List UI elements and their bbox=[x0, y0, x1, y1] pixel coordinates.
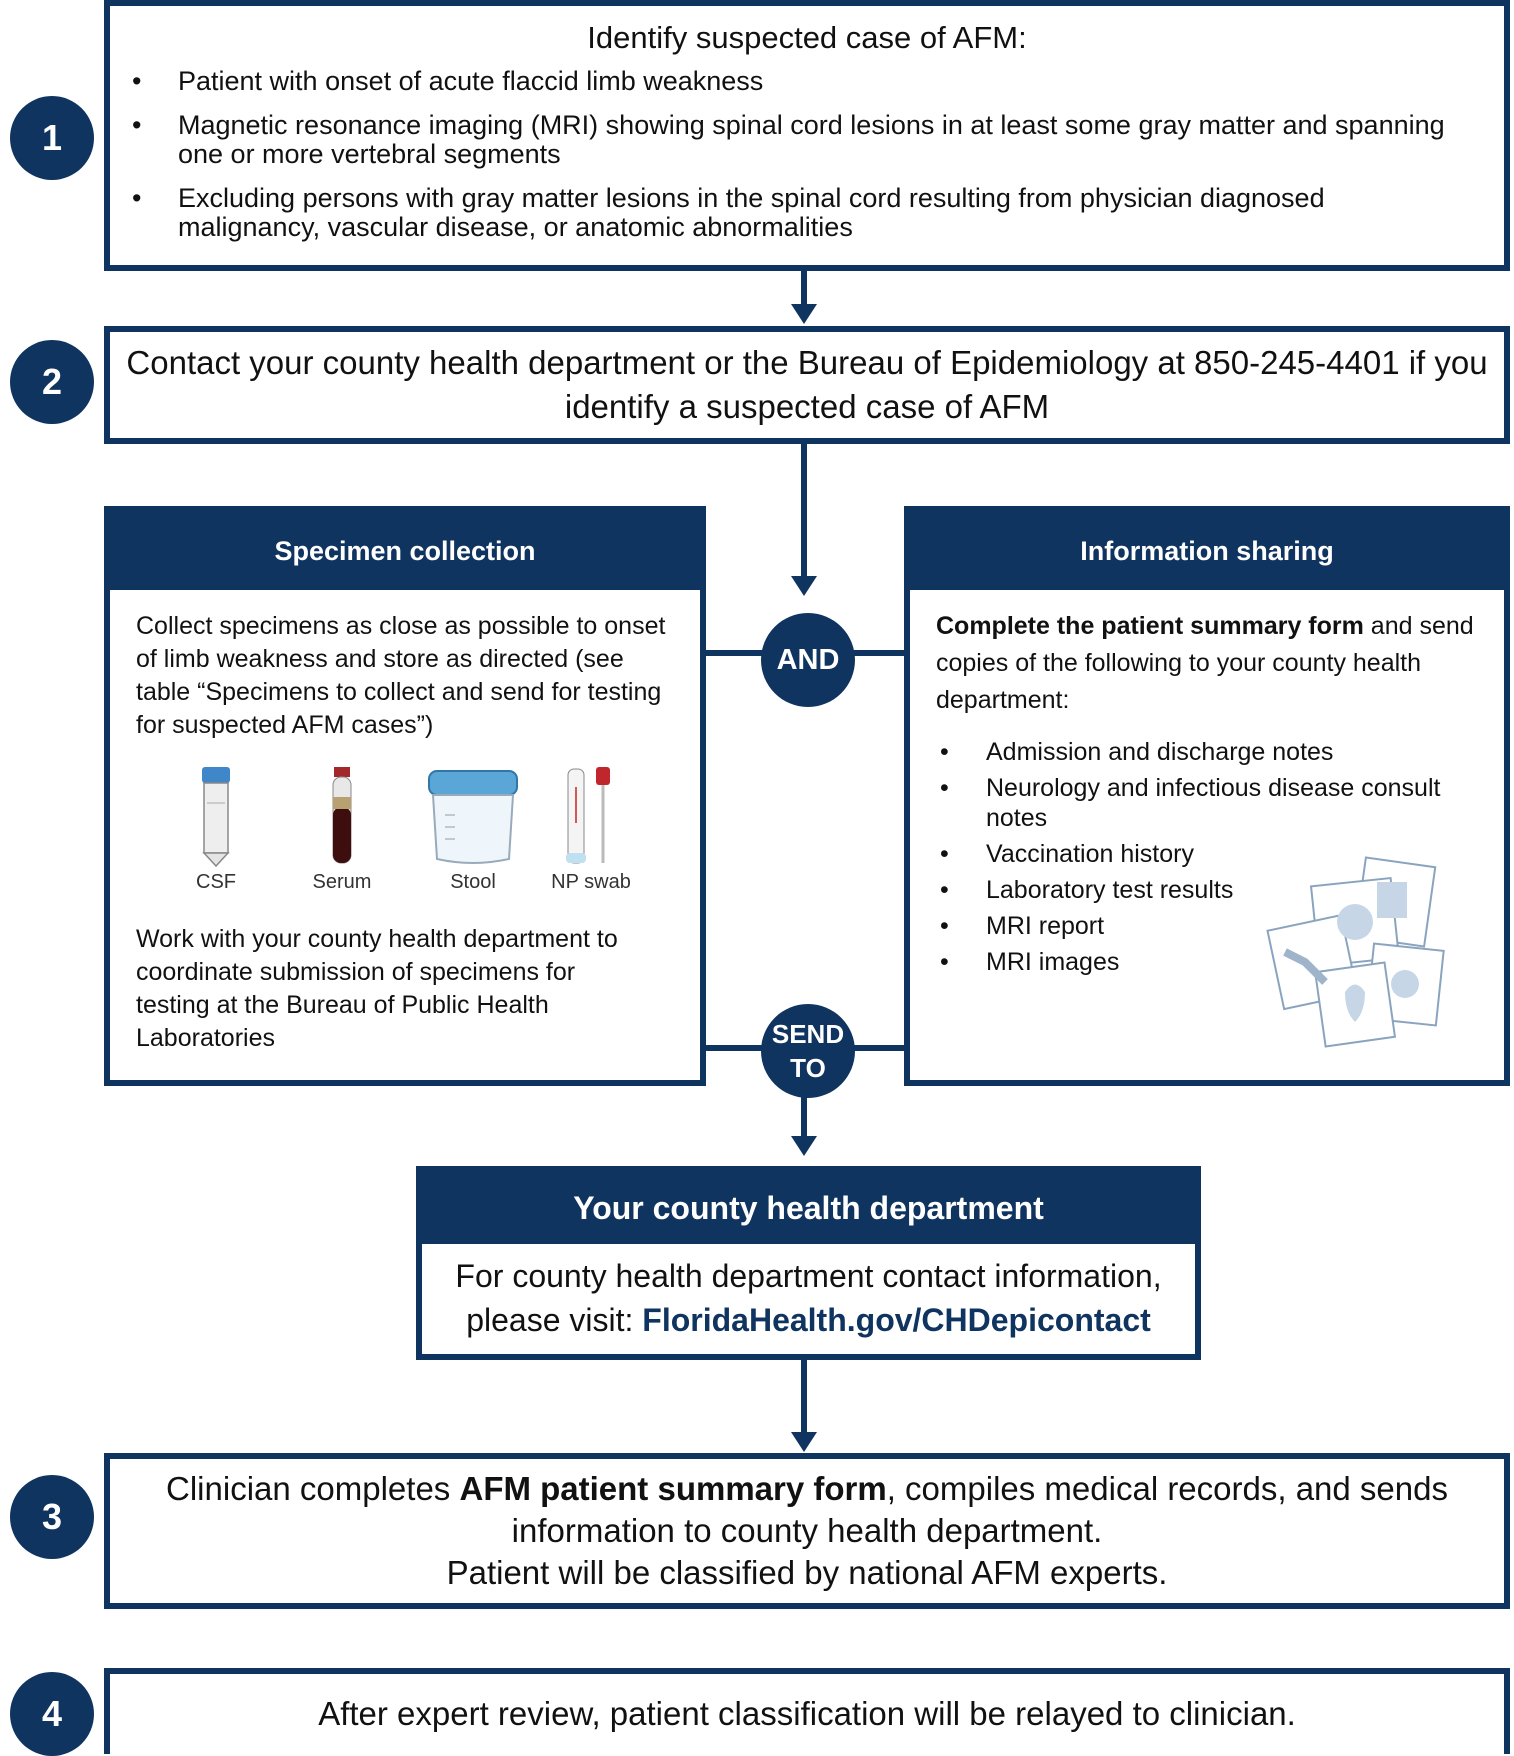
connector-sendto-county bbox=[801, 1080, 807, 1138]
info-documents-list: Admission and discharge notes Neurology … bbox=[936, 737, 1464, 977]
step-1-badge: 1 bbox=[10, 96, 94, 180]
step-1-criteria-list: Patient with onset of acute flaccid limb… bbox=[110, 67, 1464, 242]
afm-patient-summary-form-emphasis: AFM patient summary form bbox=[459, 1470, 887, 1507]
step-3-badge: 3 bbox=[10, 1475, 94, 1559]
specimen-images: CSF Serum Stool NP swab bbox=[110, 767, 700, 903]
arrowhead-sendto-county bbox=[791, 1136, 817, 1156]
information-sharing-panel: Information sharing Complete the patient… bbox=[904, 506, 1510, 1086]
step-4-badge: 4 bbox=[10, 1672, 94, 1756]
list-item: Excluding persons with gray matter lesio… bbox=[110, 184, 1464, 242]
chd-contact-link[interactable]: FloridaHealth.gov/CHDepicontact bbox=[642, 1302, 1151, 1338]
list-item: MRI images bbox=[936, 947, 1464, 977]
csf-label: CSF bbox=[196, 871, 236, 893]
specimen-intro-text: Collect specimens as close as possible t… bbox=[136, 612, 666, 739]
arrowhead-county-3 bbox=[791, 1432, 817, 1452]
list-item: Admission and discharge notes bbox=[936, 737, 1464, 767]
specimen-collection-header: Specimen collection bbox=[110, 512, 700, 590]
stool-container-icon bbox=[428, 770, 518, 864]
specimen-outro-text: Work with your county health department … bbox=[136, 925, 618, 1052]
step-2-box: Contact your county health department or… bbox=[104, 326, 1510, 444]
arrowhead-1-2 bbox=[791, 304, 817, 324]
connector-1-2 bbox=[801, 267, 807, 305]
serum-tube-icon bbox=[332, 767, 352, 864]
list-item: MRI report bbox=[936, 911, 1464, 941]
step-1-box: Identify suspected case of AFM: Patient … bbox=[104, 0, 1510, 271]
list-item: Magnetic resonance imaging (MRI) showing… bbox=[110, 111, 1464, 169]
list-item: Neurology and infectious disease consult… bbox=[936, 773, 1464, 833]
send-to-connector-badge: SEND TO bbox=[761, 1004, 855, 1098]
medical-records-icon bbox=[1266, 856, 1445, 1048]
information-sharing-header: Information sharing bbox=[910, 512, 1504, 590]
step-4-box: After expert review, patient classificat… bbox=[104, 1668, 1510, 1754]
county-health-department-header: Your county health department bbox=[422, 1172, 1195, 1244]
info-intro-text: Complete the patient summary form and se… bbox=[936, 608, 1482, 719]
and-connector-badge: AND bbox=[761, 613, 855, 707]
patient-summary-form-emphasis: Complete the patient summary form bbox=[936, 612, 1364, 640]
step-1-title: Identify suspected case of AFM: bbox=[587, 20, 1027, 55]
info-intro-rest: and send copies of the following to your… bbox=[936, 612, 1474, 714]
step-3-classification-note: Patient will be classified by national A… bbox=[446, 1554, 1168, 1591]
list-item: Laboratory test results bbox=[936, 875, 1464, 905]
specimen-collection-panel: Specimen collection Collect specimens as… bbox=[104, 506, 706, 1086]
step-4-text: After expert review, patient classificat… bbox=[318, 1695, 1296, 1732]
step-2-badge: 2 bbox=[10, 340, 94, 424]
connector-county-3 bbox=[801, 1358, 807, 1434]
np-swab-icon bbox=[566, 767, 610, 864]
and-line-right bbox=[840, 650, 910, 656]
csf-tube-icon bbox=[202, 767, 230, 867]
sendto-line-right bbox=[840, 1045, 910, 1051]
list-item: Vaccination history bbox=[936, 839, 1464, 869]
np-swab-label: NP swab bbox=[551, 871, 631, 893]
stool-label: Stool bbox=[450, 871, 496, 893]
county-health-department-box: Your county health department For county… bbox=[416, 1166, 1201, 1360]
serum-label: Serum bbox=[312, 871, 372, 893]
connector-2-and bbox=[801, 442, 807, 577]
list-item: Patient with onset of acute flaccid limb… bbox=[110, 67, 1464, 97]
county-contact-text: For county health department contact inf… bbox=[455, 1258, 1162, 1338]
step-2-text: Contact your county health department or… bbox=[126, 344, 1488, 425]
step-3-text: Clinician completes AFM patient summary … bbox=[166, 1470, 1448, 1591]
arrowhead-2-and bbox=[791, 576, 817, 596]
step-3-box: Clinician completes AFM patient summary … bbox=[104, 1453, 1510, 1609]
